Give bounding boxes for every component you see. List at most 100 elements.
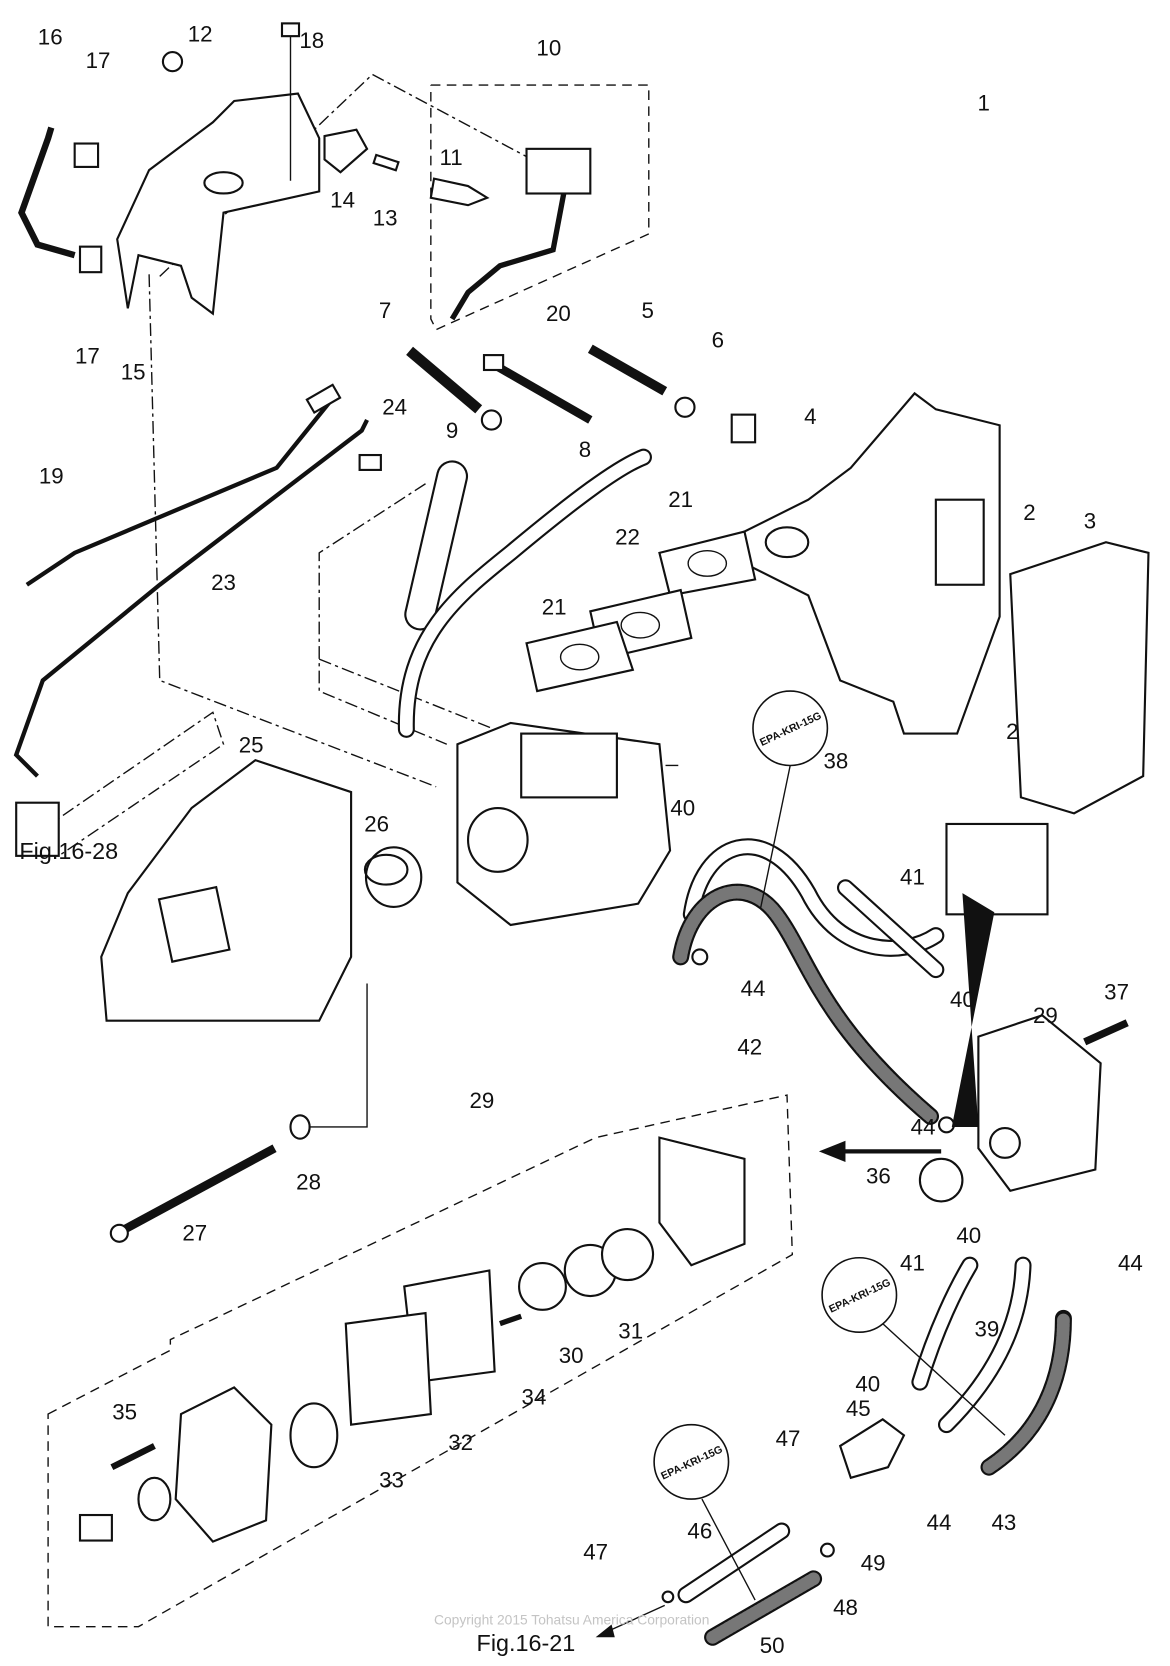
- screw-35: [110, 1443, 156, 1471]
- callout: 11: [439, 145, 462, 170]
- pump-outlet: [989, 1126, 1021, 1159]
- callout: 29: [1033, 1003, 1058, 1028]
- callout: 22: [615, 524, 640, 549]
- callout: 38: [823, 749, 848, 774]
- callout: 47: [583, 1540, 608, 1565]
- callout: 40: [956, 1223, 981, 1248]
- callout: 2: [1023, 500, 1035, 525]
- callout: 1: [977, 91, 989, 116]
- group-box-29: [47, 1094, 794, 1628]
- pump-cover: [174, 1386, 273, 1543]
- callout: 29: [469, 1088, 494, 1113]
- callout: 30: [559, 1343, 584, 1368]
- clip-24: [358, 453, 382, 471]
- callout: 6: [712, 328, 724, 353]
- band-head: [482, 354, 505, 372]
- callout: 8: [579, 437, 591, 462]
- rod-clip: [73, 142, 100, 168]
- plunger: [78, 1513, 113, 1542]
- callout: 3: [1084, 508, 1096, 533]
- callout: 39: [974, 1316, 999, 1341]
- pump-body: [658, 1136, 746, 1267]
- callout: 49: [861, 1550, 886, 1575]
- callout: 44: [1118, 1250, 1143, 1275]
- callout: 13: [373, 205, 398, 230]
- rod-clip: [78, 245, 103, 274]
- group-box-10: [430, 84, 650, 331]
- screw-34: [499, 1313, 523, 1327]
- silencer-mesh: [157, 885, 231, 963]
- callout: 15: [121, 360, 146, 385]
- duct-end: [15, 801, 60, 857]
- hose-marking-badge: EPA-KRI-15G: [821, 1256, 1006, 1436]
- manifold-port: [764, 526, 810, 559]
- bolt-12: [161, 51, 184, 73]
- callout: 25: [239, 733, 264, 758]
- callout: 17: [75, 344, 100, 369]
- copyright: Copyright 2015 Tohatsu America Corporati…: [434, 1612, 709, 1628]
- callout: 27: [182, 1221, 207, 1246]
- leader: [308, 983, 368, 1128]
- washer-28: [289, 1114, 311, 1140]
- inset-pointer: [951, 893, 995, 1127]
- callout: 50: [760, 1633, 785, 1658]
- gasket-21b: [525, 620, 635, 693]
- callout: 40: [855, 1372, 880, 1397]
- clip-49: [819, 1542, 835, 1558]
- callout: 44: [741, 976, 766, 1001]
- bolt-27: [115, 1144, 277, 1238]
- fuel-pump: [977, 1014, 1102, 1192]
- callout: 4: [804, 404, 816, 429]
- callout: 48: [833, 1595, 858, 1620]
- callout: 32: [448, 1430, 473, 1455]
- o-ring-26: [364, 846, 423, 908]
- callout: 44: [927, 1510, 952, 1535]
- ref-arrow: [605, 1604, 666, 1633]
- tie-eye: [480, 409, 503, 431]
- valve-plate: [518, 1261, 567, 1311]
- callout: 45: [846, 1396, 871, 1421]
- callout: 35: [112, 1399, 137, 1424]
- cam-rod: [449, 193, 567, 321]
- callout: 40: [670, 795, 695, 820]
- callout: 16: [38, 25, 63, 50]
- cable-end: [305, 383, 342, 415]
- callout: 33: [379, 1467, 404, 1492]
- clip-44: [937, 1116, 955, 1134]
- callout: 20: [546, 301, 571, 326]
- assembly-line: [148, 274, 437, 788]
- spring: [289, 1402, 339, 1469]
- callout: 44: [911, 1114, 936, 1139]
- bracket-hole: [203, 171, 244, 195]
- clip-47: [661, 1590, 675, 1604]
- callout: 46: [687, 1518, 712, 1543]
- callout: 47: [776, 1426, 801, 1451]
- pin-13: [372, 153, 400, 172]
- tie-7: [406, 346, 483, 414]
- gasket-3: [1009, 541, 1150, 815]
- callout: 21: [668, 487, 693, 512]
- diaphragm-31: [600, 1227, 655, 1282]
- callout: 28: [296, 1170, 321, 1195]
- bolt-5: [587, 344, 668, 396]
- manifold-window: [934, 498, 985, 586]
- callout: 42: [737, 1035, 762, 1060]
- callout: 36: [866, 1163, 891, 1188]
- washer-6: [674, 396, 696, 418]
- figure-ref-lower[interactable]: Fig.16-21: [477, 1630, 576, 1656]
- callout: 21: [542, 595, 567, 620]
- callout: 40: [950, 987, 975, 1012]
- callout: 24: [382, 395, 407, 420]
- callout: 18: [299, 28, 324, 53]
- callout: 43: [991, 1510, 1016, 1535]
- link-rod: [18, 126, 76, 259]
- callout: 34: [522, 1384, 547, 1409]
- o-ring-36: [918, 1157, 964, 1203]
- spring-small: [137, 1476, 172, 1522]
- callout-labels: 16 17 12 18 10 11 14 13 17 15 7 20 5 6 1…: [38, 21, 1143, 1658]
- callout: 23: [211, 570, 236, 595]
- callout: 26: [364, 811, 389, 836]
- clamp-4: [730, 413, 757, 444]
- figure-ref-upper[interactable]: Fig.16-28: [19, 838, 118, 864]
- fuel-filter-45: [838, 1418, 906, 1480]
